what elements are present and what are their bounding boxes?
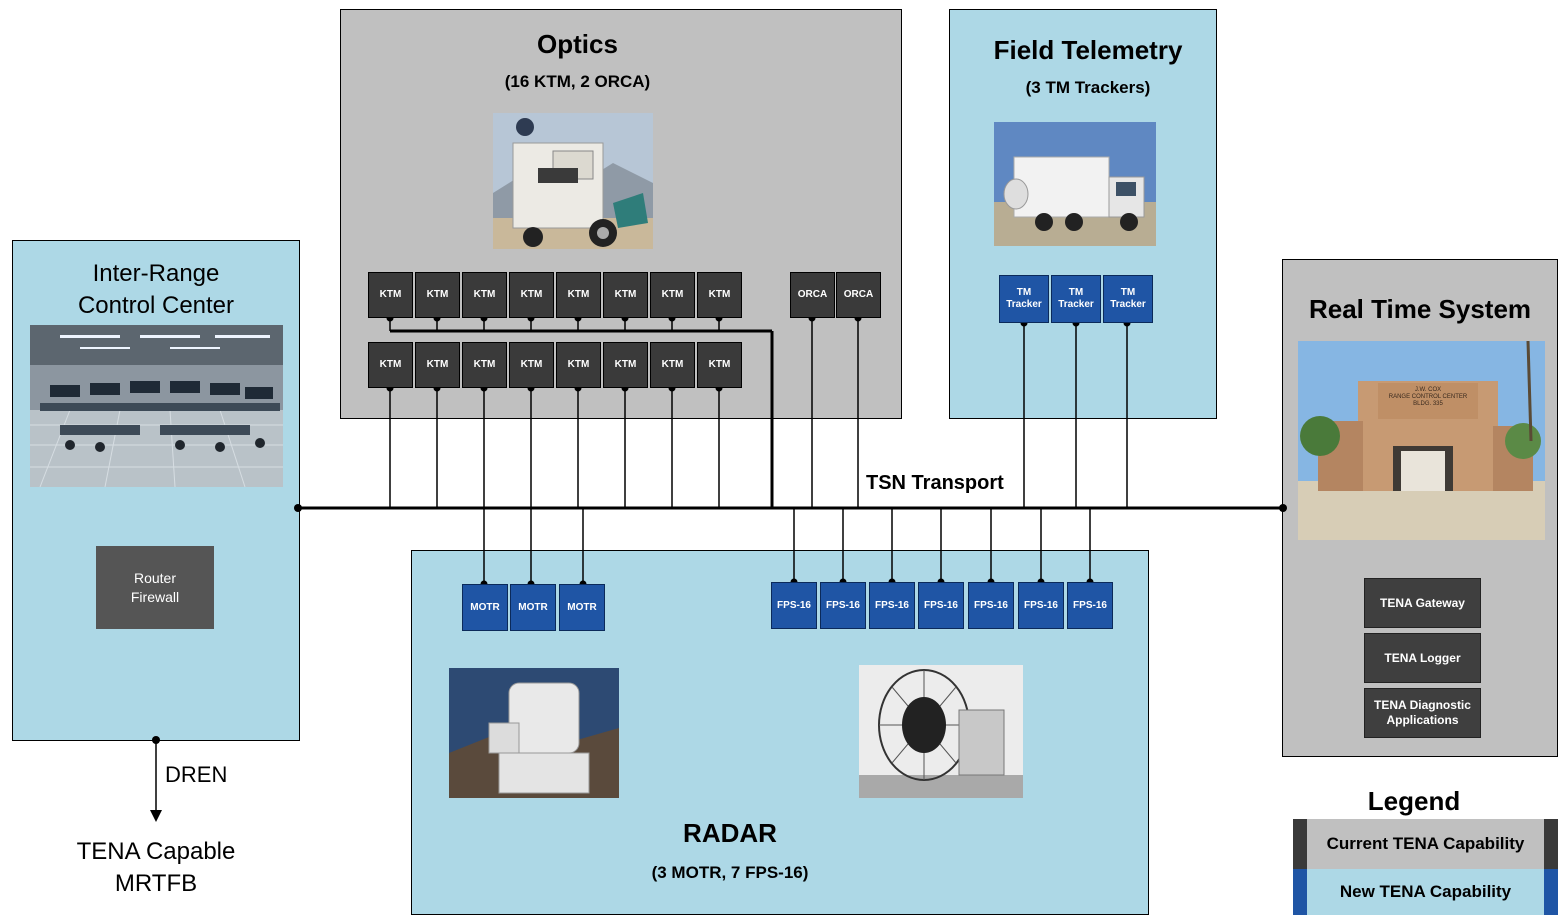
fps16-node: FPS-16 xyxy=(771,582,817,629)
fps16-node: FPS-16 xyxy=(820,582,866,629)
firewall-label: Firewall xyxy=(130,588,180,605)
motr-node: MOTR xyxy=(510,584,556,631)
dren-label: DREN xyxy=(165,762,228,787)
ktm-node: KTM xyxy=(556,342,601,388)
sign-line3: BLDG. 335 xyxy=(1413,401,1443,407)
orca-node: ORCA xyxy=(836,272,881,318)
legend-current: Current TENA Capability xyxy=(1293,819,1558,869)
radar-title: RADAR xyxy=(683,818,777,848)
tena-diagnostic-box: TENA Diagnostic Applications xyxy=(1364,688,1481,738)
diag-line2: Applications xyxy=(1386,713,1459,727)
sign-line1: J.W. COX xyxy=(1414,387,1442,393)
rts-title: Real Time System xyxy=(1308,294,1532,324)
legend-current-label: Current TENA Capability xyxy=(1326,834,1525,853)
tena-logger-box: TENA Logger xyxy=(1364,633,1481,683)
tena-capable-mrtfb-label: TENA Capable MRTFB xyxy=(50,836,262,900)
ktm-node: KTM xyxy=(697,342,742,388)
tracker-label-line1: TM xyxy=(1068,287,1084,298)
telemetry-subtitle: (3 TM Trackers) xyxy=(1025,78,1151,97)
tracker-label-line1: TM xyxy=(1120,287,1136,298)
tsn-transport-label: TSN Transport xyxy=(866,472,1004,494)
legend-new-label: New TENA Capability xyxy=(1339,882,1512,901)
optics-vehicle-photo xyxy=(493,113,653,249)
motr-node: MOTR xyxy=(559,584,605,631)
ktm-node: KTM xyxy=(462,272,507,318)
fps16-node: FPS-16 xyxy=(918,582,964,629)
router-firewall-box: Router Firewall xyxy=(96,546,214,629)
radar-motr-photo xyxy=(449,668,619,798)
ktm-node: KTM xyxy=(415,342,460,388)
tena-gateway-box: TENA Gateway xyxy=(1364,578,1481,628)
optics-subtitle: (16 KTM, 2 ORCA) xyxy=(504,72,651,91)
dren-dest-line1: TENA Capable xyxy=(76,838,236,865)
ktm-node: KTM xyxy=(650,272,695,318)
rts-building-sign: J.W. COX RANGE CONTROL CENTER BLDG. 335 xyxy=(1378,387,1478,408)
ktm-node: KTM xyxy=(368,272,413,318)
ktm-node: KTM xyxy=(603,342,648,388)
motr-node: MOTR xyxy=(462,584,508,631)
telemetry-title: Field Telemetry xyxy=(993,35,1183,65)
ktm-node: KTM xyxy=(509,342,554,388)
fps16-node: FPS-16 xyxy=(1018,582,1064,629)
tracker-label-line2: Tracker xyxy=(1006,299,1042,310)
irc-control-room-photo xyxy=(30,325,283,487)
orca-node: ORCA xyxy=(790,272,835,318)
dren-dest-line2: MRTFB xyxy=(114,870,198,897)
router-label: Router xyxy=(133,569,176,586)
fps16-node: FPS-16 xyxy=(1067,582,1113,629)
irc-title-line2: Control Center xyxy=(77,292,235,319)
irc-title-line1: Inter-Range xyxy=(92,260,220,287)
ktm-node: KTM xyxy=(415,272,460,318)
tracker-label-line2: Tracker xyxy=(1110,299,1146,310)
optics-title: Optics xyxy=(537,29,618,59)
ktm-node: KTM xyxy=(697,272,742,318)
ktm-node: KTM xyxy=(462,342,507,388)
telemetry-truck-photo xyxy=(994,122,1156,246)
radar-subtitle: (3 MOTR, 7 FPS-16) xyxy=(651,863,809,882)
tracker-label-line1: TM xyxy=(1016,287,1032,298)
sign-line2: RANGE CONTROL CENTER xyxy=(1388,394,1468,400)
rts-building-photo: J.W. COX RANGE CONTROL CENTER BLDG. 335 xyxy=(1298,341,1545,540)
ktm-node: KTM xyxy=(368,342,413,388)
ktm-node: KTM xyxy=(603,272,648,318)
fps16-node: FPS-16 xyxy=(869,582,915,629)
legend-new: New TENA Capability xyxy=(1293,869,1558,915)
fps16-node: FPS-16 xyxy=(968,582,1014,629)
irc-title: Inter-Range Control Center xyxy=(12,258,300,322)
radar-fps16-photo xyxy=(859,665,1023,798)
tracker-label-line2: Tracker xyxy=(1058,299,1094,310)
ktm-node: KTM xyxy=(509,272,554,318)
irc-panel xyxy=(12,240,300,741)
ktm-node: KTM xyxy=(556,272,601,318)
legend-title: Legend xyxy=(1367,786,1461,816)
diag-line1: TENA Diagnostic xyxy=(1374,698,1471,712)
ktm-node: KTM xyxy=(650,342,695,388)
